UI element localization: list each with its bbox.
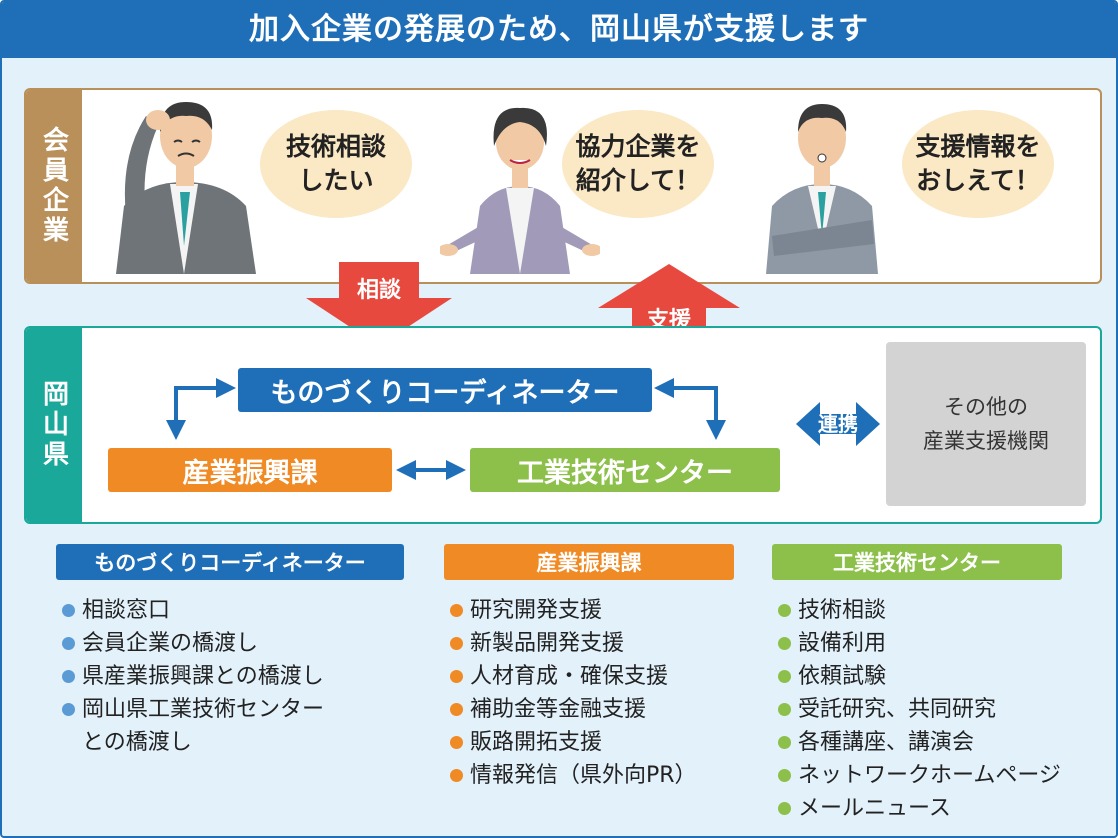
industry-promotion-column-header: 産業振興課 [444, 544, 734, 580]
okayama-prefecture-label: 岡山県 [26, 328, 82, 522]
bullet-dot [450, 703, 463, 716]
list-item: 各種講座、講演会 [776, 726, 1061, 759]
bullet-dot [450, 637, 463, 650]
info-request-speech-bubble: 支援情報を おしえて！ [902, 110, 1054, 218]
technology-center-column-header: 工業技術センター [772, 544, 1062, 580]
list-item: 依頼試験 [776, 660, 1061, 693]
bullet-dot [450, 736, 463, 749]
businesswoman-illustration [440, 107, 600, 274]
bullet-dot [778, 670, 791, 683]
list-item: 県産業振興課との橋渡し [60, 660, 324, 693]
bullet-dot [450, 670, 463, 683]
list-item: ネットワークホームページ [776, 759, 1061, 792]
confused-businessman-illustration [116, 102, 256, 274]
bullet-dot [778, 802, 791, 815]
bullet-dot [778, 604, 791, 617]
industry-promotion-division-box: 産業振興課 [108, 448, 392, 492]
list-item: 設備利用 [776, 627, 1061, 660]
list-item: 技術相談 [776, 594, 1061, 627]
page-title: 加入企業の発展のため、岡山県が支援します [2, 2, 1116, 58]
bullet-dot [778, 736, 791, 749]
coordinator-service-list: 相談窓口 会員企業の橋渡し 県産業振興課との橋渡し 岡山県工業技術センター との… [60, 594, 324, 759]
consult-speech-bubble: 技術相談 したい [260, 110, 412, 218]
bullet-dot [778, 769, 791, 782]
industry-promotion-service-list: 研究開発支援 新製品開発支援 人材育成・確保支援 補助金等金融支援 販路開拓支援… [448, 594, 697, 792]
technology-center-service-list: 技術相談 設備利用 依頼試験 受託研究、共同研究 各種講座、講演会 ネットワーク… [776, 594, 1061, 825]
connector-arrows [166, 378, 880, 480]
member-companies-label: 会員企業 [26, 90, 82, 282]
member-companies-panel: 会員企業 技術相談 したい 協力企業を [24, 88, 1102, 284]
list-item: 新製品開発支援 [448, 627, 697, 660]
bullet-dot [62, 637, 75, 650]
list-item: 人材育成・確保支援 [448, 660, 697, 693]
list-item: 情報発信（県外向PR） [448, 759, 697, 792]
industrial-technology-center-box: 工業技術センター [470, 448, 780, 492]
other-support-organizations-box: その他の 産業支援機関 [886, 342, 1086, 506]
consult-arrow-label: 相談 [356, 278, 401, 303]
list-item: メールニュース [776, 792, 1061, 825]
bullet-dot [450, 769, 463, 782]
list-item: 研究開発支援 [448, 594, 697, 627]
thinking-businessman-illustration [766, 104, 878, 274]
bullet-dot [778, 637, 791, 650]
coordinator-column-header: ものづくりコーディネーター [56, 544, 404, 580]
link-label: 連携 [818, 412, 858, 436]
okayama-prefecture-panel: 岡山県 連携 ものづくりコーディネーター 産業振興課 工業技術センター その他の… [24, 326, 1102, 524]
list-item: 受託研究、共同研究 [776, 693, 1061, 726]
list-item: 販路開拓支援 [448, 726, 697, 759]
bullet-dot [778, 703, 791, 716]
list-item: 補助金等金融支援 [448, 693, 697, 726]
bullet-dot [62, 604, 75, 617]
partner-request-speech-bubble: 協力企業を 紹介して！ [562, 110, 714, 218]
list-item: 会員企業の橋渡し [60, 627, 324, 660]
bullet-dot [62, 670, 75, 683]
coordinator-box: ものづくりコーディネーター [238, 368, 652, 412]
list-item: 岡山県工業技術センター との橋渡し [60, 693, 324, 759]
consult-arrow [306, 262, 452, 346]
bullet-dot [450, 604, 463, 617]
list-item: 相談窓口 [60, 594, 324, 627]
bullet-dot [62, 703, 75, 716]
